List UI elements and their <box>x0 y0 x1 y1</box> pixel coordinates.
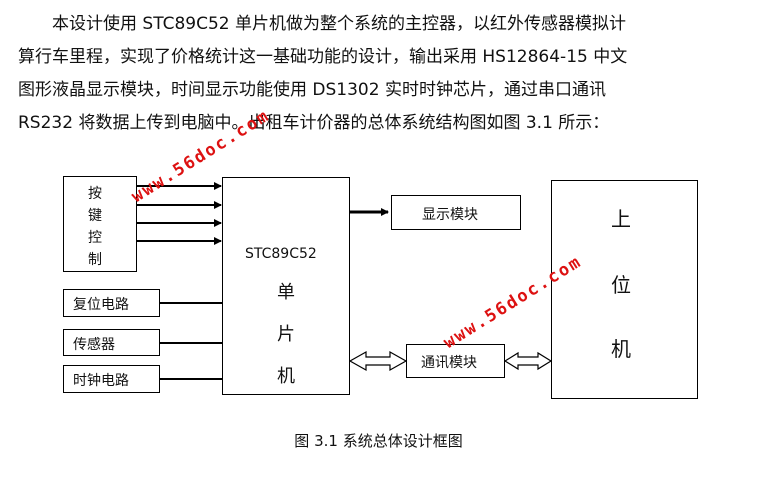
figure-caption: 图 3.1 系统总体设计框图 <box>294 432 463 450</box>
mcu-char: 单 <box>277 282 295 303</box>
key-control-box: 按 键 控 制 <box>63 176 137 272</box>
mcu-box: STC89C52 单 片 机 <box>222 177 350 395</box>
key-control-char: 键 <box>88 208 102 224</box>
reset-circuit-box: 复位电路 <box>63 289 160 317</box>
clock-circuit-box: 时钟电路 <box>63 365 160 393</box>
reset-circuit-label: 复位电路 <box>73 297 129 313</box>
sensor-label: 传感器 <box>73 337 115 353</box>
key-control-char: 制 <box>88 252 102 268</box>
comm-module-box: 通讯模块 <box>406 344 505 378</box>
key-control-char: 按 <box>88 186 102 202</box>
mcu-comm-double-arrow <box>348 350 408 372</box>
comm-host-double-arrow <box>503 351 553 371</box>
host-pc-char: 位 <box>611 273 631 297</box>
paragraph-line: 图形液晶显示模块，时间显示功能使用 DS1302 实时时钟芯片，通过串口通讯 <box>18 80 606 100</box>
clock-circuit-label: 时钟电路 <box>73 373 129 389</box>
key-control-char: 控 <box>88 230 102 246</box>
paragraph-line: 算行车里程，实现了价格统计这一基础功能的设计，输出采用 HS12864-15 中… <box>18 47 628 67</box>
host-pc-char: 上 <box>611 207 631 231</box>
sensor-box: 传感器 <box>63 329 160 356</box>
paragraph-line: RS232 将数据上传到电脑中。出租车计价器的总体系统结构图如图 3.1 所示： <box>18 113 610 133</box>
mcu-char: 机 <box>277 366 295 387</box>
mcu-model-label: STC89C52 <box>245 246 317 262</box>
intro-paragraph: 本设计使用 STC89C52 单片机做为整个系统的主控器，以红外传感器模拟计 算… <box>18 8 740 140</box>
display-module-label: 显示模块 <box>422 207 478 223</box>
host-pc-char: 机 <box>611 337 631 361</box>
comm-module-label: 通讯模块 <box>421 355 477 371</box>
host-pc-box: 上 位 机 <box>551 180 698 399</box>
display-module-box: 显示模块 <box>391 195 521 230</box>
mcu-char: 片 <box>277 324 295 345</box>
paragraph-line: 本设计使用 STC89C52 单片机做为整个系统的主控器，以红外传感器模拟计 <box>52 14 626 34</box>
